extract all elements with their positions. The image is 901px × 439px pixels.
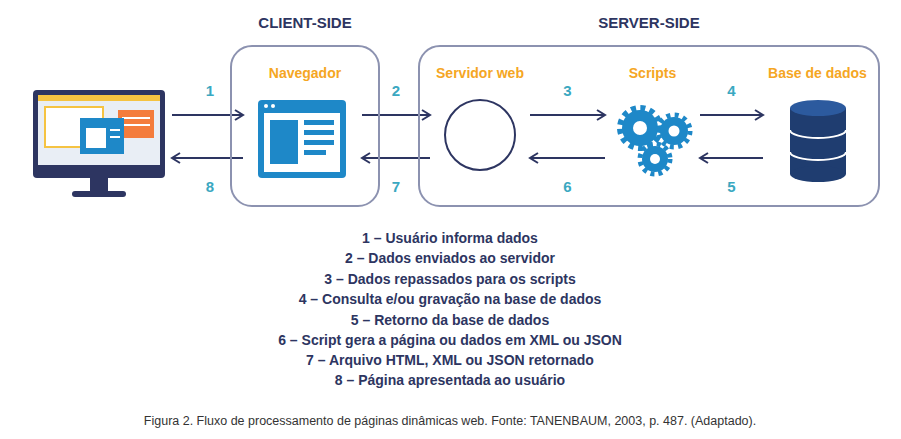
node-heading: Scripts <box>605 65 700 81</box>
region-box: CLIENT-SIDENavegador <box>230 45 380 207</box>
browser-icon <box>258 100 346 178</box>
region-box: SERVER-SIDEServidor webScriptsBase de da… <box>418 45 880 207</box>
step-description: 5 – Retorno da base de dados <box>351 312 549 328</box>
flow-arrow <box>530 114 605 116</box>
callout-number: 6 <box>563 178 571 195</box>
database-icon <box>790 100 846 182</box>
callout-number: 1 <box>206 82 214 99</box>
node-heading: Servidor web <box>430 65 530 81</box>
callout-number: 2 <box>392 82 400 99</box>
callout-number: 4 <box>727 82 735 99</box>
callout-number: 3 <box>563 82 571 99</box>
flow-arrow <box>172 157 243 159</box>
step-description: 2 – Dados enviados ao servidor <box>345 250 555 266</box>
callout-number: 7 <box>392 178 400 195</box>
callout-number: 5 <box>727 178 735 195</box>
step-description: 1 – Usuário informa dados <box>362 230 538 246</box>
flow-arrow <box>530 157 605 159</box>
component-node: Servidor web <box>430 57 530 190</box>
step-description: 3 – Dados repassados para os scripts <box>324 271 575 287</box>
node-heading: Base de dados <box>763 65 872 81</box>
monitor-icon <box>33 90 165 197</box>
figure-caption: Figura 2. Fluxo de processamento de pági… <box>144 414 756 428</box>
server-circle <box>445 100 515 170</box>
gears-icon <box>620 108 690 174</box>
node-heading: Navegador <box>248 65 362 81</box>
step-description: 8 – Página apresentada ao usuário <box>335 372 565 388</box>
region-heading: SERVER-SIDE <box>420 14 878 31</box>
step-description: 7 – Arquivo HTML, XML ou JSON retornado <box>306 352 594 368</box>
region-heading: CLIENT-SIDE <box>232 14 378 31</box>
flow-arrow <box>700 157 763 159</box>
component-node: Scripts <box>605 57 700 190</box>
component-node: Base de dados <box>763 57 872 190</box>
component-node: Navegador <box>248 57 362 190</box>
step-description: 6 – Script gera a página ou dados em XML… <box>278 332 622 348</box>
callout-number: 8 <box>206 178 214 195</box>
flow-arrow <box>700 114 763 116</box>
step-description: 4 – Consulta e/ou gravação na base de da… <box>299 291 602 307</box>
flow-arrow <box>172 114 243 116</box>
